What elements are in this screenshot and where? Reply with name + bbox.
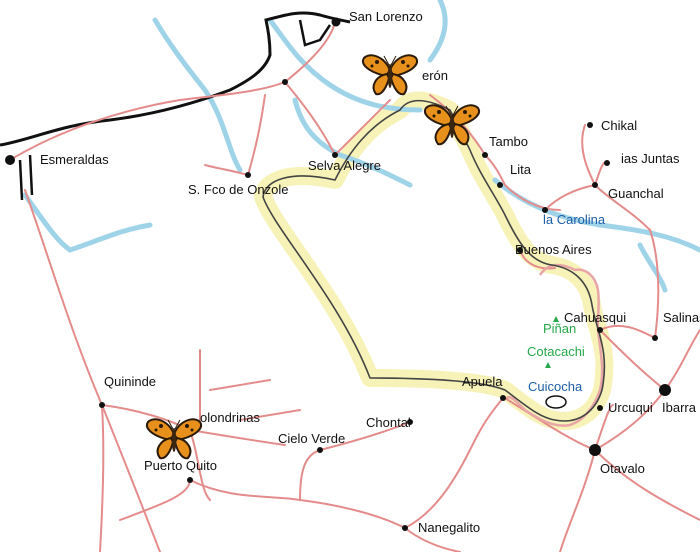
cuicocha-lake <box>545 395 567 409</box>
label-selva-alegre: Selva Alegre <box>308 158 381 173</box>
label-guanchal: Guanchal <box>608 186 664 201</box>
label-golondrinas: olondrinas <box>200 410 260 425</box>
label-s-fco-de-onzole: S. Fco de Onzole <box>188 182 288 197</box>
reserve-boundary <box>262 99 606 422</box>
reserve-buffer <box>254 91 614 430</box>
city-labels: San Lorenzo erón Tambo Chikal ias Juntas… <box>40 9 700 535</box>
label-ibarra: Ibarra <box>662 400 697 415</box>
butterfly-icon <box>361 54 419 96</box>
peak-pinan-icon <box>553 316 559 322</box>
label-esmeraldas: Esmeraldas <box>40 152 109 167</box>
label-apuela: Apuela <box>462 374 503 389</box>
city-dots-large <box>5 155 671 456</box>
label-cotacachi: Cotacachi <box>527 344 585 359</box>
label-cielo-verde: Cielo Verde <box>278 431 345 446</box>
label-nanegalito: Nanegalito <box>418 520 480 535</box>
label-tambo: Tambo <box>489 134 528 149</box>
label-pinan: Piñan <box>543 321 576 336</box>
label-otavalo: Otavalo <box>600 461 645 476</box>
label-urcuqui: Urcuqui <box>608 400 653 415</box>
label-chikal: Chikal <box>601 118 637 133</box>
label-puerto-quito: Puerto Quito <box>144 458 217 473</box>
label-quininde: Quininde <box>104 374 156 389</box>
label-la-carolina: la Carolina <box>543 212 606 227</box>
label-ias-juntas: ias Juntas <box>621 151 680 166</box>
label-lita: Lita <box>510 162 532 177</box>
label-salinas: Salinas <box>663 310 700 325</box>
protected-boundary <box>506 263 604 427</box>
label-chontal: Chontal <box>366 415 411 430</box>
label-cahuasqui: Cahuasqui <box>564 310 626 325</box>
label-buenos-aires: Buenos Aires <box>515 242 592 257</box>
label-eron: erón <box>422 68 448 83</box>
coastline <box>0 11 351 147</box>
label-cuicocha: Cuicocha <box>528 379 583 394</box>
label-san-lorenzo: San Lorenzo <box>349 9 423 24</box>
roads <box>9 21 700 553</box>
peak-cotacachi-icon <box>545 362 551 368</box>
